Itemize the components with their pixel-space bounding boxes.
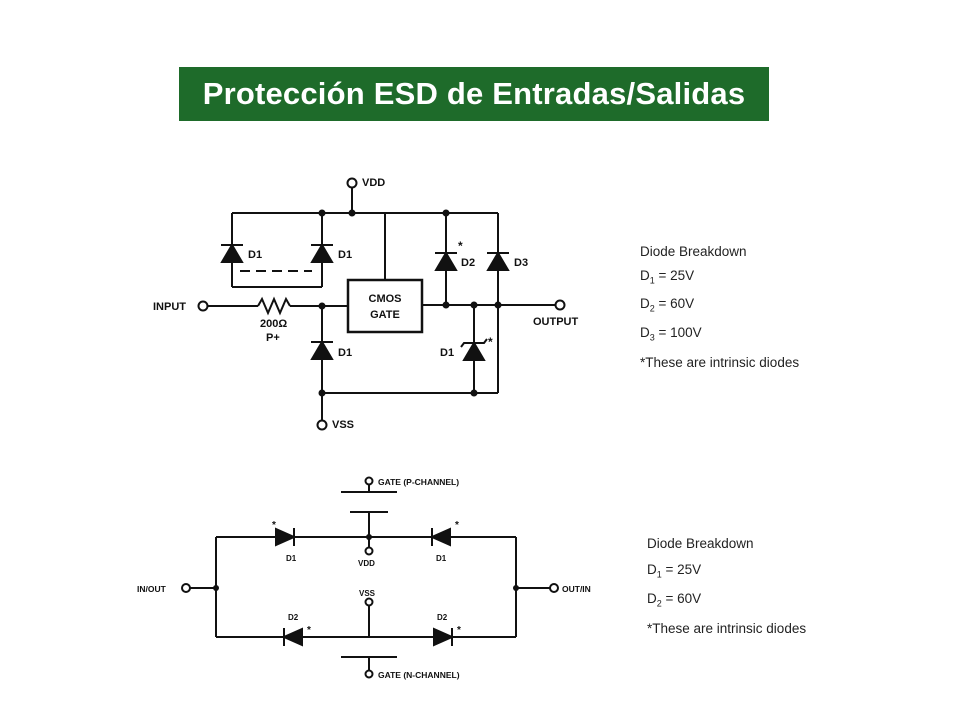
diode-d1-lower (310, 340, 334, 360)
vss-label: VSS (332, 419, 354, 431)
notes2-d2: D2 = 60V (647, 592, 701, 609)
circuit1-junctions (318, 209, 502, 397)
circuit2-diodes (275, 527, 455, 647)
notes1-d2-sub: 2 (649, 303, 655, 314)
notes1-d1-sub: 1 (649, 275, 655, 286)
diode-d2 (434, 251, 458, 271)
notes1-d2-label: D (640, 296, 650, 311)
slide-title: Protección ESD de Entradas/Salidas (202, 76, 746, 111)
d3-label: D3 (514, 257, 528, 269)
d1-right-star: * (488, 335, 493, 349)
cmos-gate-box (346, 278, 424, 334)
input-label: INPUT (153, 301, 186, 313)
star-d1-right: * (455, 520, 459, 531)
d1-left-label: D1 (248, 249, 262, 261)
notes2-d1-label: D (647, 562, 657, 577)
in-out-terminal (181, 583, 191, 593)
vdd2-terminal (364, 546, 374, 556)
d1-left2-label: D1 (286, 554, 297, 563)
gate-p-label: GATE (P-CHANNEL) (378, 477, 459, 487)
notes2-d1-value: = 25V (661, 562, 702, 577)
diode2-d2-right (433, 627, 455, 647)
diode-d1-left (220, 243, 244, 263)
circuit1-diodes (220, 243, 510, 361)
circuit2-wires (190, 485, 550, 670)
vdd-label: VDD (362, 177, 385, 189)
input-terminal (197, 300, 209, 312)
d2-star: * (458, 239, 463, 253)
title-banner: Protección ESD de Entradas/Salidas (179, 67, 769, 121)
notes2-header: Diode Breakdown (647, 536, 754, 551)
notes1-d1-value: = 25V (654, 268, 695, 283)
gate-n-label: GATE (N-CHANNEL) (378, 670, 460, 680)
notes2-d1: D1 = 25V (647, 563, 701, 580)
notes1-d2: D2 = 60V (640, 297, 694, 314)
d1-mid-label: D1 (338, 249, 352, 261)
d2-left2-label: D2 (288, 613, 299, 622)
diode2-d1-right (429, 527, 451, 547)
d1-right-label: D1 (440, 347, 454, 359)
output-terminal (554, 299, 566, 311)
notes1-d2-value: = 60V (654, 296, 695, 311)
in-out-label: IN/OUT (137, 584, 167, 594)
diode-d1-right (462, 341, 486, 361)
gate-p-terminal (364, 476, 374, 486)
notes1-d1: D1 = 25V (640, 269, 694, 286)
vdd2-label: VDD (358, 559, 375, 568)
notes1-d1-label: D (640, 268, 650, 283)
diode-d1-mid (310, 243, 334, 263)
d1-right2-label: D1 (436, 554, 447, 563)
notes1-header: Diode Breakdown (640, 244, 747, 259)
notes1-d3-label: D (640, 325, 650, 340)
star-d2-left: * (307, 625, 311, 636)
resistor-value-label: 200Ω (260, 318, 287, 330)
vss2-terminal (364, 597, 374, 607)
notes1-footnote: *These are intrinsic diodes (640, 355, 800, 370)
out-in-label: OUT/IN (562, 584, 591, 594)
circuit2-junctions (213, 534, 519, 591)
d2-right2-label: D2 (437, 613, 448, 622)
vss2-label: VSS (359, 589, 376, 598)
notes2-d2-value: = 60V (661, 591, 702, 606)
vss-terminal (316, 419, 328, 431)
cmos-gate-label-line1: CMOS (369, 293, 402, 305)
vdd-terminal (346, 177, 358, 189)
star-d1-left: * (272, 520, 276, 531)
star-d2-right: * (457, 625, 461, 636)
d2-label: D2 (461, 257, 475, 269)
notes2-d2-sub: 2 (656, 598, 662, 609)
cmos-gate-label-line2: GATE (370, 309, 400, 321)
notes1-d3: D3 = 100V (640, 326, 702, 343)
notes2-footnote: *These are intrinsic diodes (647, 621, 807, 636)
d1-lower-label: D1 (338, 347, 352, 359)
notes2-d2-label: D (647, 591, 657, 606)
notes2-d1-sub: 1 (656, 569, 662, 580)
diode2-d1-left (275, 527, 297, 547)
gate-n-terminal (364, 669, 374, 679)
notes1-d3-value: = 100V (654, 325, 702, 340)
notes1-d3-sub: 3 (649, 332, 655, 343)
diode2-d2-left (281, 627, 303, 647)
diode-d3 (486, 251, 510, 271)
circuit2-terminals (181, 476, 559, 679)
output-label: OUTPUT (533, 316, 579, 328)
resistor-type-label: P+ (266, 332, 280, 344)
out-in-terminal (549, 583, 559, 593)
